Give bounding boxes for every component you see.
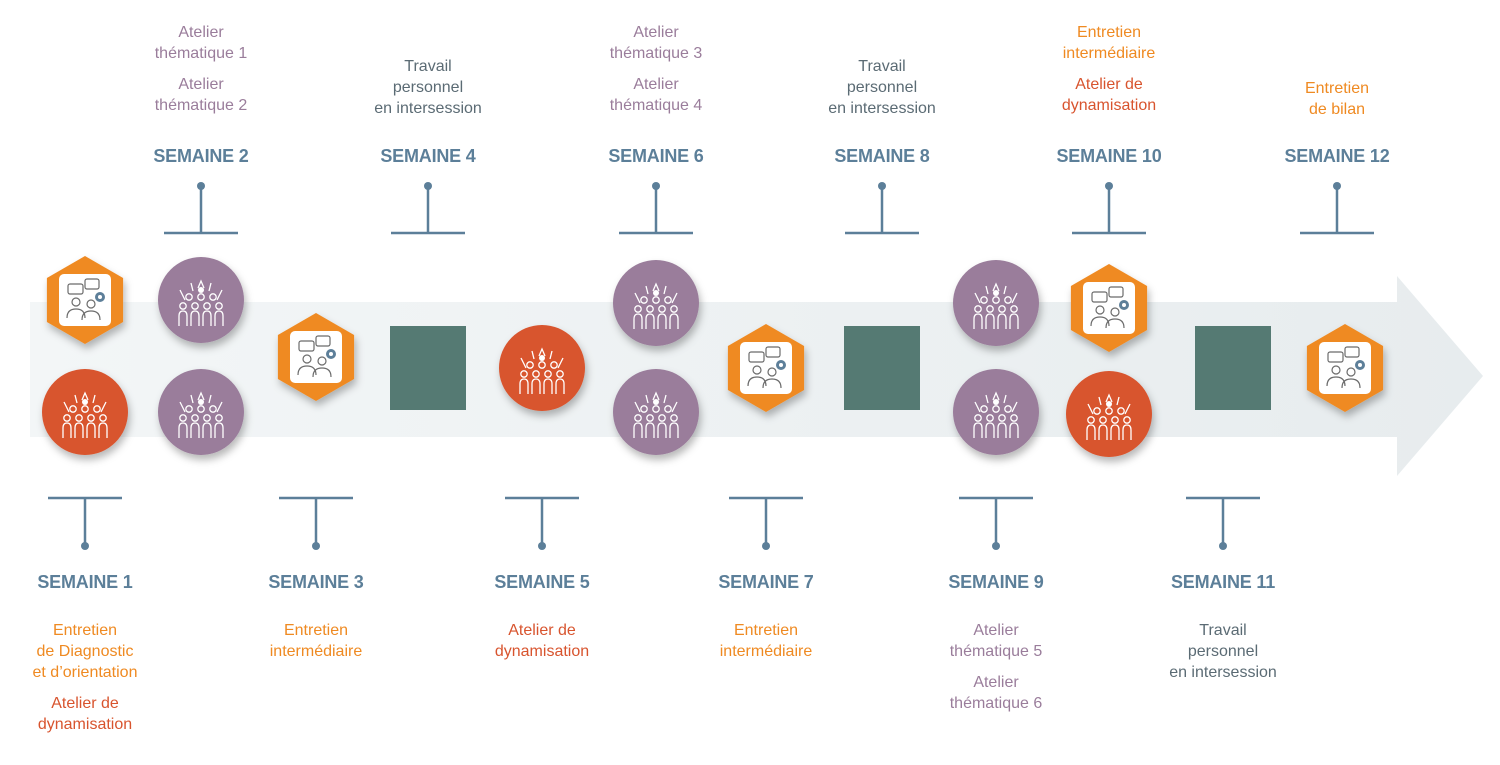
week-label-w6: SEMAINE 6 xyxy=(608,146,704,166)
week-label-w11: SEMAINE 11 xyxy=(1170,572,1276,592)
connector-w10 xyxy=(1072,182,1146,235)
dynamisation-circle-w10 xyxy=(1066,371,1152,457)
connector-w7 xyxy=(729,496,803,550)
interview-hexagon-w3 xyxy=(277,313,355,401)
week-label-w4: SEMAINE 4 xyxy=(380,146,476,166)
interview-location-icon xyxy=(1082,281,1136,335)
workshop-circle-w2 xyxy=(158,369,244,455)
connector-w3 xyxy=(279,496,353,550)
week-label-w9: SEMAINE 9 xyxy=(948,572,1044,592)
connector-w8 xyxy=(845,182,919,235)
personal-work-square-w4 xyxy=(390,326,466,410)
workshop-circle-w9 xyxy=(953,369,1039,455)
interview-location-icon xyxy=(289,330,343,384)
connector-w11 xyxy=(1186,496,1260,550)
dynamisation-circle-w1 xyxy=(42,369,128,455)
interview-hexagon-w10 xyxy=(1070,264,1148,352)
interview-location-icon xyxy=(739,341,793,395)
personal-work-square-w8 xyxy=(844,326,920,410)
interview-hexagon-w12 xyxy=(1306,324,1384,412)
interview-check-icon xyxy=(1318,341,1372,395)
connector-w2 xyxy=(164,182,238,235)
workshop-circle-w6 xyxy=(613,260,699,346)
connector-w6 xyxy=(619,182,693,235)
connector-w9 xyxy=(959,496,1033,550)
connector-w4 xyxy=(391,182,465,235)
week-label-w10: SEMAINE 10 xyxy=(1056,146,1162,166)
connector-w1 xyxy=(48,496,122,550)
personal-work-square-w11 xyxy=(1195,326,1271,410)
workshop-circle-w6 xyxy=(613,369,699,455)
week-label-w1: SEMAINE 1 xyxy=(37,572,133,592)
workshop-circle-w2 xyxy=(158,257,244,343)
interview-hexagon-w7 xyxy=(727,324,805,412)
week-label-w12: SEMAINE 12 xyxy=(1284,146,1390,166)
connector-w5 xyxy=(505,496,579,550)
workshop-circle-w9 xyxy=(953,260,1039,346)
week-label-w8: SEMAINE 8 xyxy=(834,146,930,166)
connector-w12 xyxy=(1300,182,1374,235)
week-label-w5: SEMAINE 5 xyxy=(494,572,590,592)
interview-check-icon xyxy=(58,273,112,327)
week-label-w7: SEMAINE 7 xyxy=(718,572,814,592)
dynamisation-circle-w5 xyxy=(499,325,585,411)
week-label-w3: SEMAINE 3 xyxy=(268,572,364,592)
week-label-w2: SEMAINE 2 xyxy=(153,146,249,166)
interview-hexagon-w1 xyxy=(46,256,124,344)
